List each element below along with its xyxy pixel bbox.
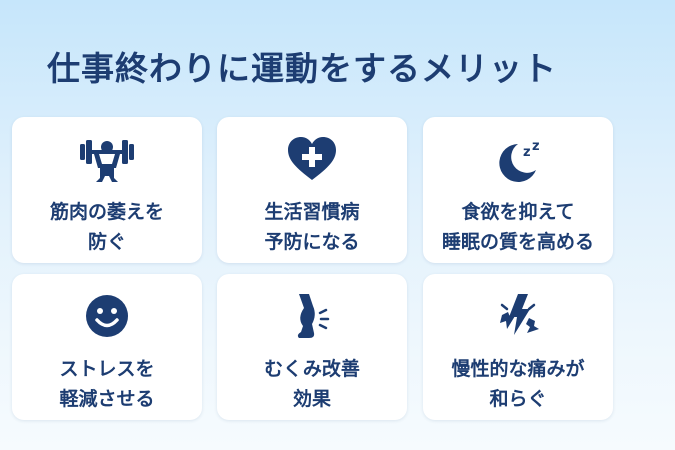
smiley-face-icon — [77, 288, 137, 344]
pain-lightning-icon — [488, 288, 548, 344]
svg-text:z: z — [523, 145, 531, 160]
benefit-label-line1: ストレスを — [59, 358, 155, 380]
benefit-card-lifestyle-disease: 生活習慣病 予防になる — [217, 117, 407, 263]
benefit-label-line1: むくみ改善 — [264, 358, 360, 380]
benefit-label-line1: 食欲を抑えて — [461, 201, 575, 223]
benefit-label-line2: 睡眠の質を高める — [441, 231, 594, 253]
page-title: 仕事終わりに運動をするメリット — [47, 49, 557, 88]
swollen-leg-icon — [282, 288, 342, 344]
svg-text:z: z — [532, 139, 540, 154]
benefit-card-stress: ストレスを 軽減させる — [12, 274, 202, 420]
benefit-label-line2: 防ぐ — [87, 231, 126, 253]
benefit-label-line2: 予防になる — [264, 231, 360, 253]
benefit-card-muscle: 筋肉の萎えを 防ぐ — [12, 117, 202, 263]
benefit-label-line2: 軽減させる — [59, 388, 155, 410]
benefit-label-line1: 筋肉の萎えを — [49, 201, 164, 223]
benefit-label-line2: 効果 — [292, 388, 331, 410]
benefit-label-line1: 慢性的な痛みが — [451, 358, 585, 380]
heart-plus-icon — [282, 131, 342, 187]
moon-sleep-icon: z z — [488, 131, 548, 187]
benefit-card-sleep: z z 食欲を抑えて 睡眠の質を高める — [423, 117, 613, 263]
benefit-label-line2: 和らぐ — [489, 388, 547, 410]
weightlifter-icon — [77, 131, 137, 187]
benefit-card-swelling: むくみ改善 効果 — [217, 274, 407, 420]
benefit-card-pain: 慢性的な痛みが 和らぐ — [423, 274, 613, 420]
benefit-label-line1: 生活習慣病 — [264, 201, 360, 223]
